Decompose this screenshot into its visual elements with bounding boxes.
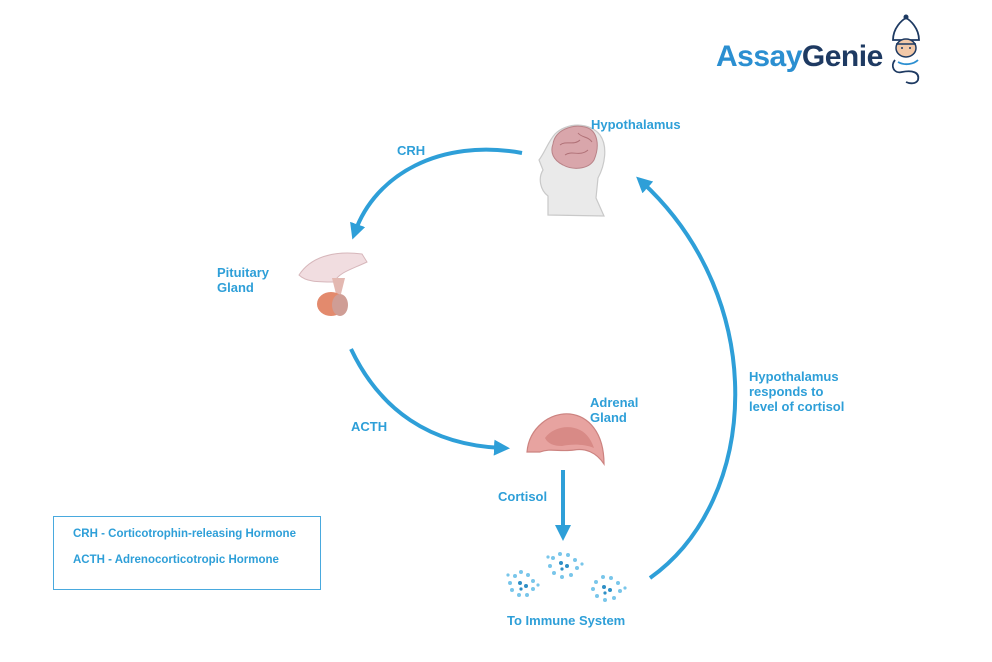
genie-icon [891,14,920,85]
feedback-label: Hypothalamus responds to level of cortis… [749,369,845,414]
assaygenie-logo: AssayGenie [716,40,883,74]
crh-label: CRH [397,143,426,158]
legend-item-crh: CRH - Corticotrophin-releasing Hormone [73,528,296,540]
logo-text-assay: Assay [716,40,802,73]
feedback-arrow [636,176,738,580]
pituitary-gland-icon [298,252,368,316]
pituitary-gland-label: Pituitary Gland [217,265,270,295]
adrenal-gland-label: Adrenal Gland [590,395,639,425]
legend-box: CRH - Corticotrophin-releasing Hormone A… [53,516,321,590]
legend-item-acth: ACTH - Adrenocorticotropic Hormone [73,554,279,566]
head-brain-icon [538,124,606,217]
logo-text-genie: Genie [801,40,883,73]
immune-cells-icon [506,552,627,602]
acth-label: ACTH [351,419,388,434]
crh-arrow [350,147,523,240]
hypothalamus-label: Hypothalamus [591,117,681,132]
immune-system-label: To Immune System [507,613,626,628]
adrenal-gland-icon [526,413,605,466]
cortisol-label: Cortisol [498,489,548,504]
acth-arrow [349,348,510,456]
